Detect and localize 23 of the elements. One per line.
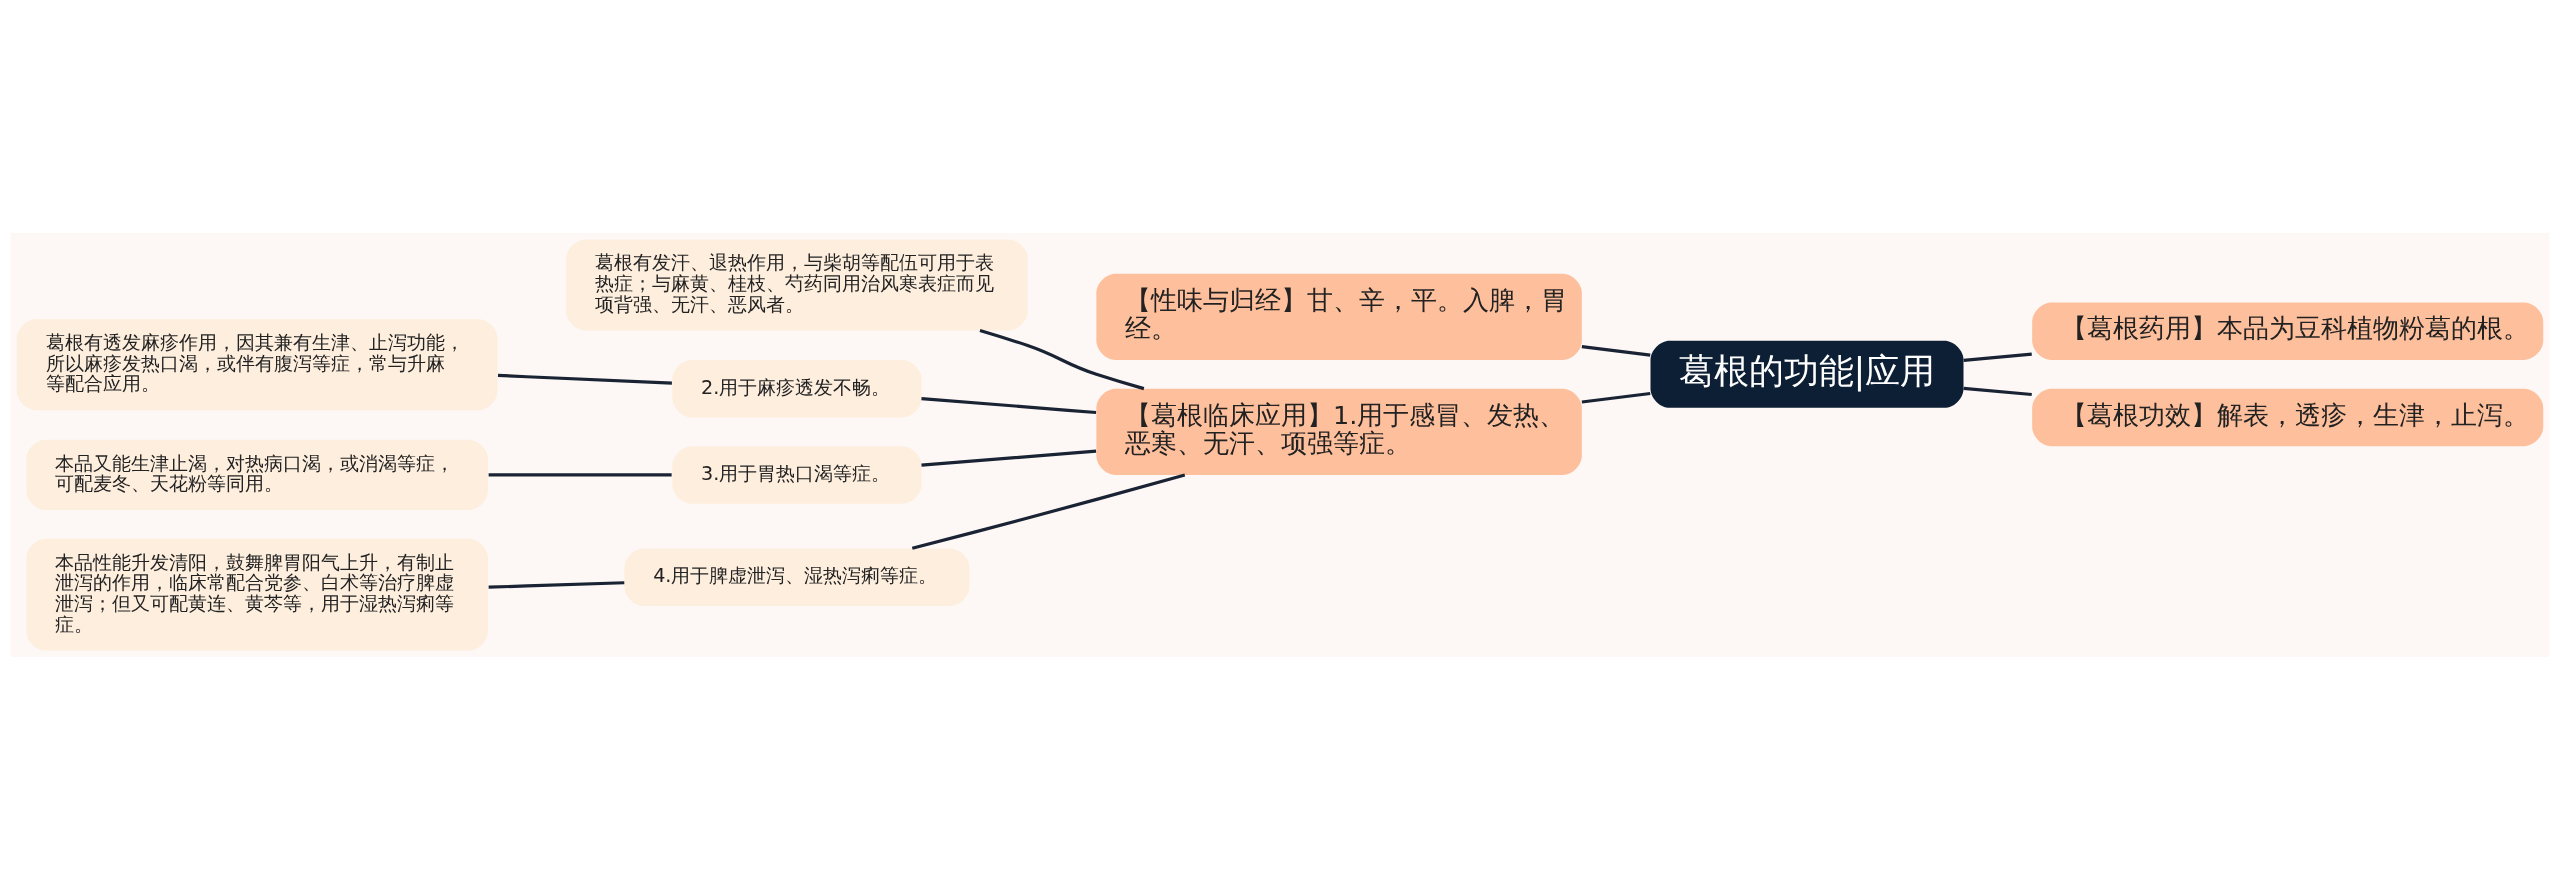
connector (488, 473, 672, 477)
connector (921, 449, 1097, 467)
node-box: 本品又能生津止渴，对热病口渴，或消渴等症，可配麦冬、天花粉等同用。 (26, 439, 488, 511)
node-box: 葛根的功能|应用 (1650, 340, 1964, 408)
node-box: 葛根有透发麻疹作用，因其兼有生津、止泻功能，所以麻疹发热口渴，或伴有腹泻等症，常与升麻等配合应用。 (16, 319, 498, 411)
connector (497, 373, 672, 385)
node-box: 葛根有发汗、退热作用，与柴胡等配伍可用于表热症；与麻黄、桂枝、芍药同用治风寒表症而见项背强、无汗、恶风者。 (566, 239, 1028, 331)
node-box: 本品性能升发清阳，鼓舞脾胃阳气上升，有制止泄泻的作用，临床常配合党参、白术等治疗脾虚泄泻；但又可配黄连、黄芩等，用于湿热泻痢等症。 (26, 538, 488, 651)
node-box: 【葛根临床应用】1.用于感冒、发热、恶寒、无汗、项强等症。 (1096, 388, 1582, 475)
connector (921, 396, 1097, 415)
node-box: 2.用于麻疹透发不畅。 (672, 359, 922, 418)
connector (1581, 345, 1651, 357)
connector (1963, 386, 2032, 397)
node-box: 4.用于脾虚泄泻、湿热泻痢等症。 (624, 548, 970, 606)
node-box: 【葛根功效】解表，透疹，生津，止泻。 (2032, 388, 2544, 447)
connector (911, 473, 1186, 550)
connector (1963, 352, 2032, 362)
connector (979, 328, 1145, 391)
connector (1581, 391, 1651, 404)
node-box: 3.用于胃热口渴等症。 (672, 446, 922, 504)
node-box: 【葛根药用】本品为豆科植物粉葛的根。 (2032, 302, 2544, 360)
connector (488, 581, 625, 589)
node-box: 【性味与归经】甘、辛，平。入脾，胃经。 (1096, 273, 1582, 360)
